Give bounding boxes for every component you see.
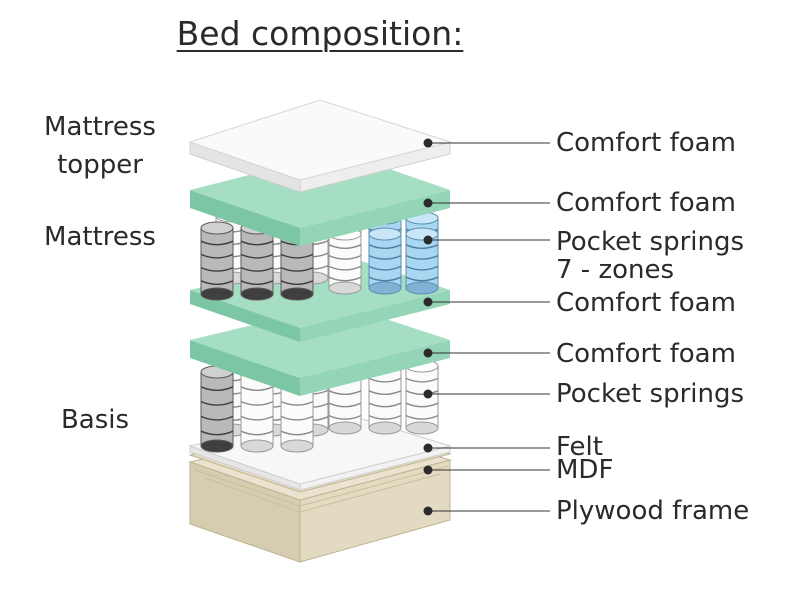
section-label-topper: Mattress topper <box>44 112 156 180</box>
diagram-title: Bed composition: <box>176 14 464 53</box>
mattress-topper-layer <box>188 99 452 193</box>
spring-coil <box>200 365 234 453</box>
leader-pocket-7 <box>423 235 550 245</box>
spring-coil <box>405 359 439 435</box>
label-pocket-springs-7-zones: Pocket springs 7 - zones <box>556 227 745 285</box>
leader-mattress-top <box>423 198 550 208</box>
leader-mattress-bot <box>423 297 550 307</box>
label-plywood-frame: Plywood frame <box>556 496 750 526</box>
leader-basis-top <box>423 348 550 358</box>
leader-basis-springs <box>423 389 550 399</box>
label-basis-pocket-springs: Pocket springs <box>556 379 745 409</box>
leader-mdf <box>423 465 550 475</box>
section-label-mattress: Mattress <box>44 222 156 252</box>
leader-plywood <box>423 506 550 516</box>
leader-lines <box>423 138 550 516</box>
basis-comfort-foam-layer <box>190 304 450 396</box>
label-mattress-bottom-comfort-foam: Comfort foam <box>556 288 736 318</box>
spring-coil <box>405 227 439 295</box>
label-topper-comfort-foam: Comfort foam <box>556 128 736 158</box>
leader-felt <box>423 443 550 453</box>
label-mdf: MDF <box>556 455 614 485</box>
leader-topper-foam <box>423 138 550 148</box>
spring-coil <box>200 221 234 301</box>
label-felt: Felt <box>556 432 603 462</box>
label-mattress-top-comfort-foam: Comfort foam <box>556 188 736 218</box>
spring-coil <box>368 227 402 295</box>
spring-coil <box>328 227 362 295</box>
section-label-basis: Basis <box>60 405 130 435</box>
mattress-top-foam-layer <box>190 152 450 246</box>
label-basis-comfort-foam: Comfort foam <box>556 339 736 369</box>
